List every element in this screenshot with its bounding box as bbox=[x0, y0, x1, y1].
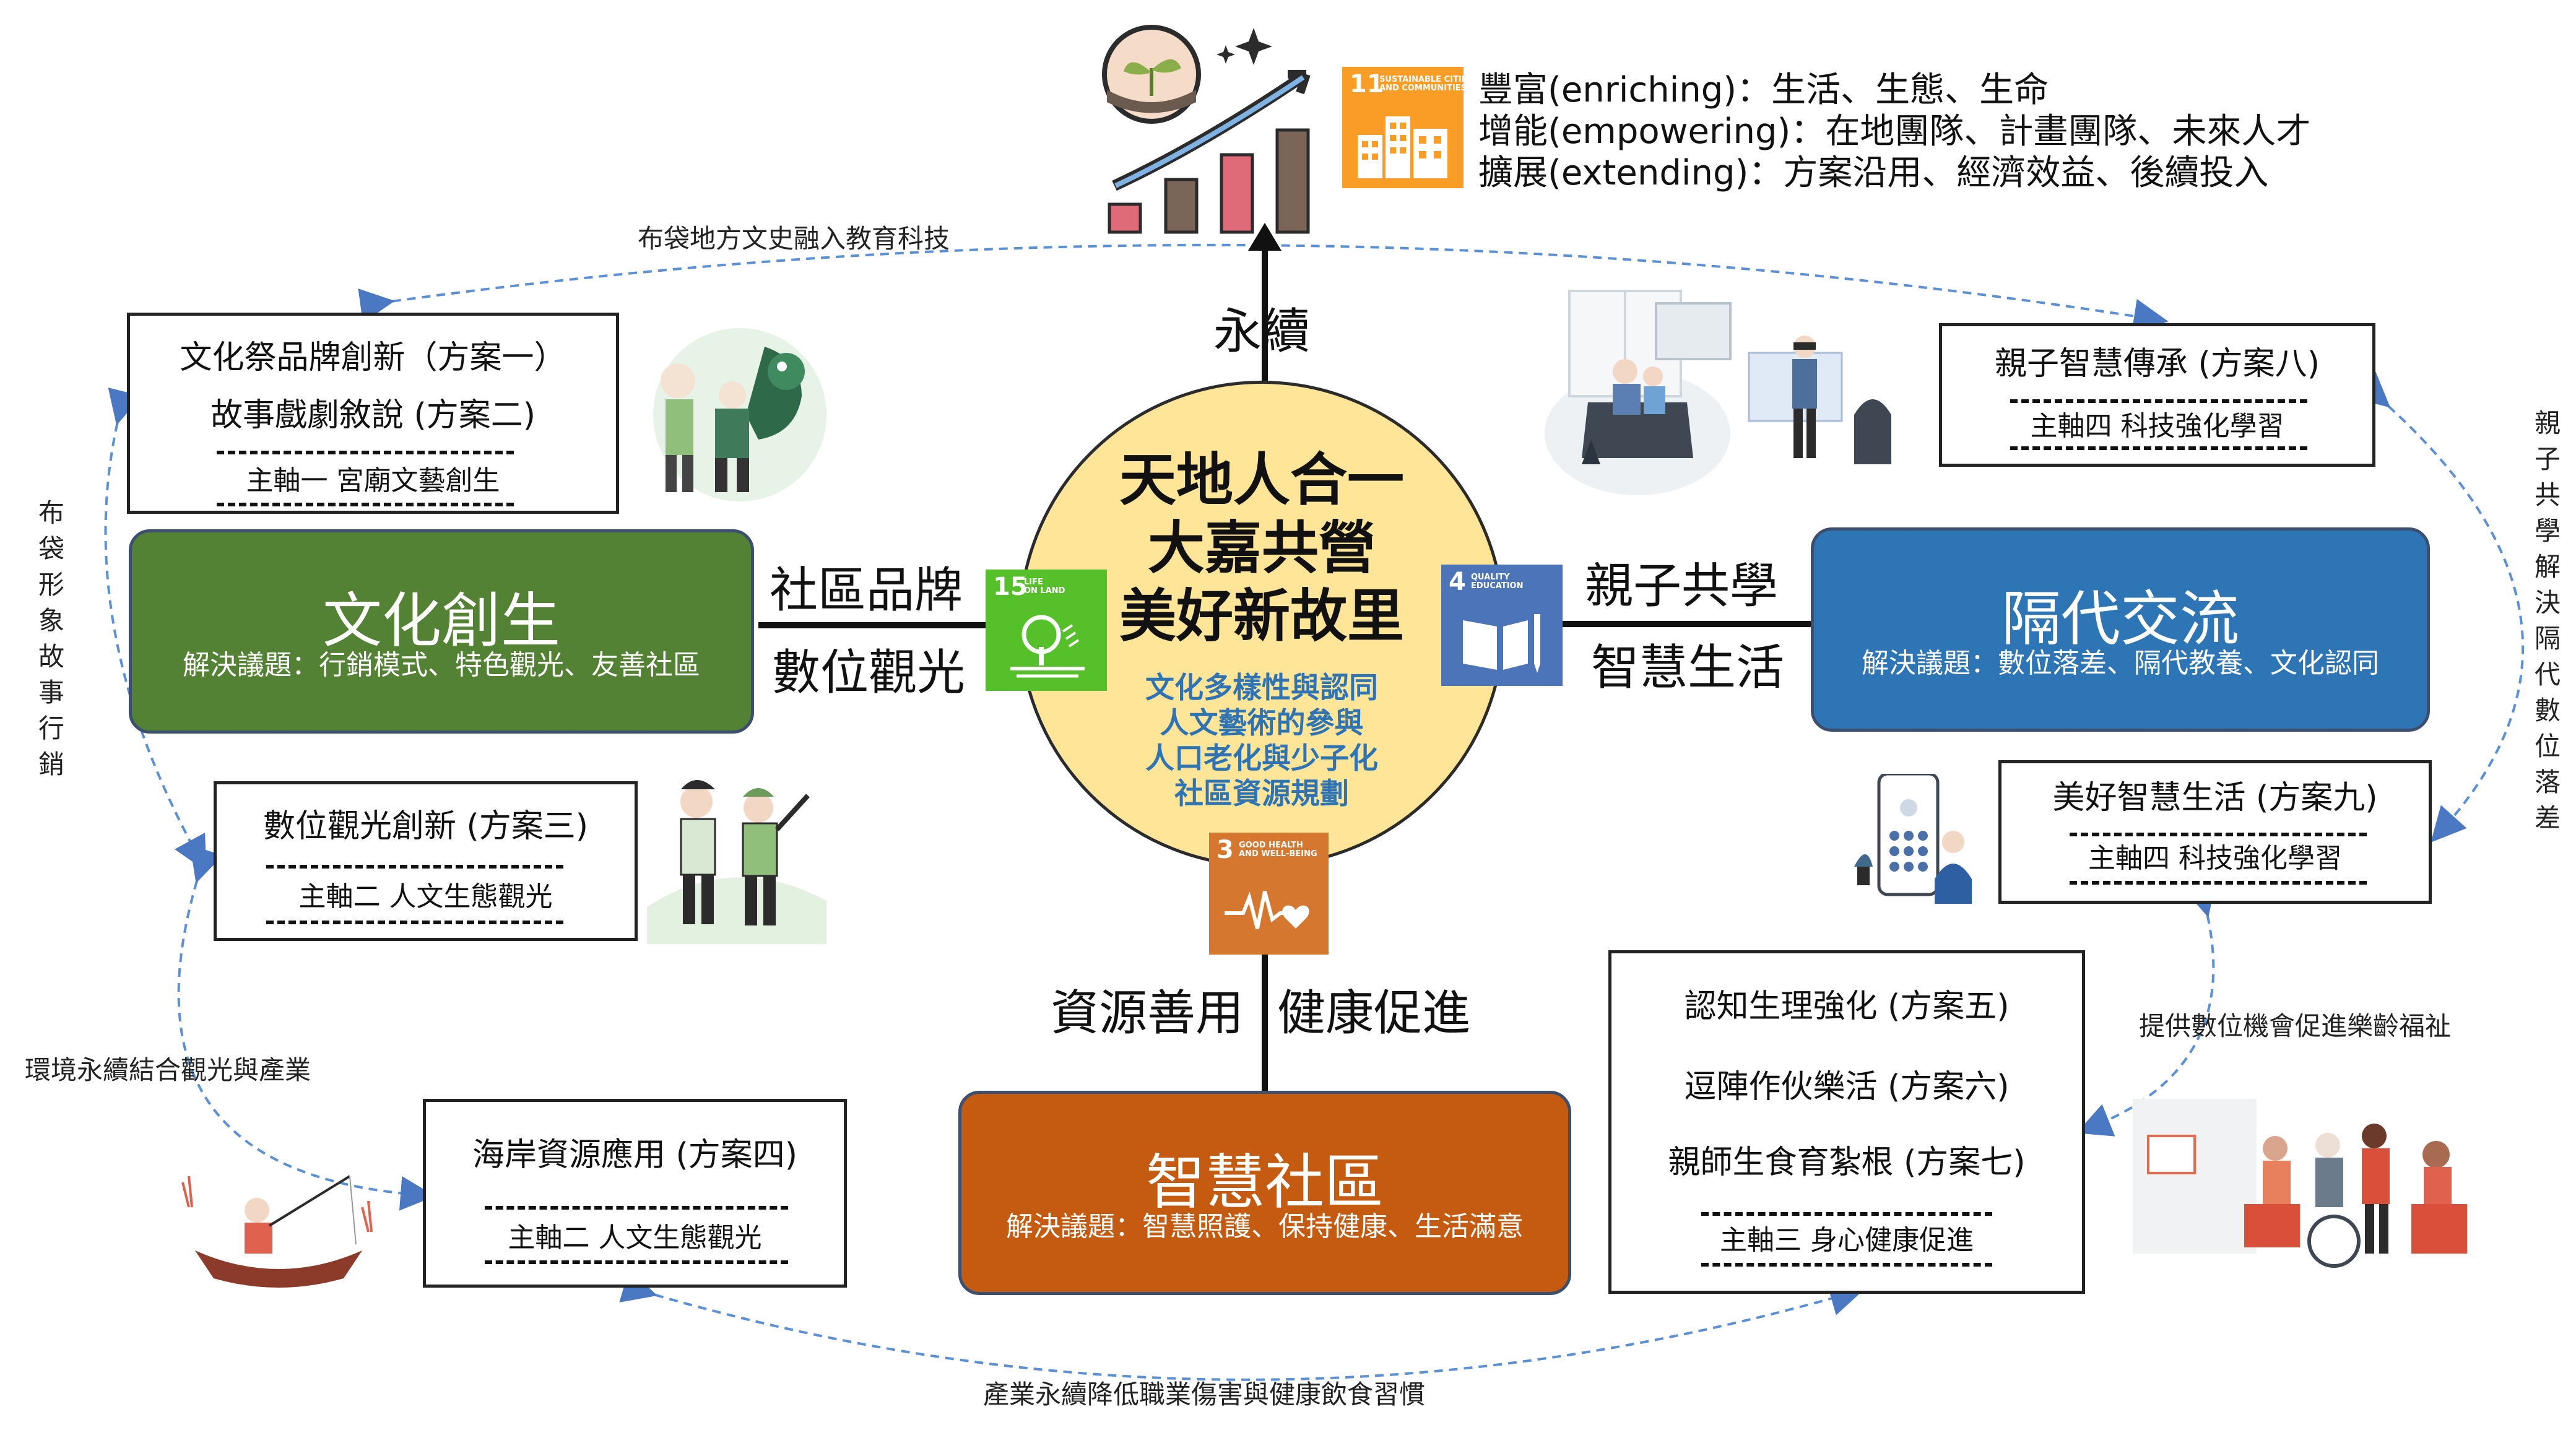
divider bbox=[2010, 446, 2307, 450]
goal-extending: 擴展(extending)：方案沿用、經濟效益、後續投入 bbox=[1478, 153, 2269, 193]
sdg-number: 3 bbox=[1216, 836, 1234, 864]
axis-label: 主軸二 人文生態觀光 bbox=[298, 881, 553, 912]
plan-title: 認知生理強化 (方案五) bbox=[1684, 988, 2010, 1025]
elderly-care-illustration bbox=[2133, 1099, 2467, 1268]
label-resource-use: 資源善用 bbox=[1051, 986, 1244, 1041]
sdg-number: 11 bbox=[1350, 70, 1384, 98]
sdg-number: 15 bbox=[993, 573, 1028, 601]
axis-label: 主軸三 身心健康促進 bbox=[1720, 1224, 1974, 1256]
divider bbox=[485, 1206, 788, 1210]
vision-line-1: 天地人合一 bbox=[1119, 447, 1404, 513]
axis-label: 主軸二 人文生態觀光 bbox=[508, 1222, 762, 1254]
pillar-subtitle: 解決議題：智慧照護、保持健康、生活滿意 bbox=[1006, 1211, 1524, 1242]
sdg3-good-health-icon: 3 GOOD HEALTH AND WELL-BEING bbox=[1209, 833, 1329, 955]
vision-line-2: 大嘉共營 bbox=[1147, 515, 1376, 581]
sdg-caption: QUALITY EDUCATION bbox=[1471, 573, 1524, 591]
sparkle-icon bbox=[1216, 28, 1272, 65]
book-pencil-icon bbox=[1463, 614, 1540, 673]
sdg-caption: LIFE ON LAND bbox=[1024, 578, 1065, 596]
pillar-smart-community: 智慧社區 解決議題：智慧照護、保持健康、生活滿意 bbox=[958, 1091, 1571, 1295]
arc-label-right-vertical: 親子共學解決隔代數位落差 bbox=[2534, 408, 2561, 833]
sdg15-life-on-land-icon: 15 LIFE ON LAND bbox=[986, 570, 1107, 691]
pillar-intergenerational: 隔代交流 解決議題：數位落差、隔代教養、文化認同 bbox=[1811, 527, 2430, 732]
divider bbox=[266, 865, 563, 869]
plan-box-4: 海岸資源應用 (方案四) 主軸二 人文生態觀光 bbox=[423, 1099, 847, 1288]
plan-box-5-6-7: 認知生理強化 (方案五) 逗陣作伙樂活 (方案六) 親師生食育紮根 (方案七) … bbox=[1608, 950, 2085, 1294]
issue-item: 社區資源規劃 bbox=[1174, 777, 1349, 811]
vr-family-illustration bbox=[1545, 290, 1891, 495]
divider bbox=[1701, 1212, 1992, 1216]
axis-label: 主軸四 科技強化學習 bbox=[2030, 410, 2284, 442]
plan-title: 親師生食育紮根 (方案七) bbox=[1668, 1144, 2026, 1181]
lion-dance-illustration bbox=[653, 328, 826, 501]
label-smart-living: 智慧生活 bbox=[1591, 640, 1785, 696]
pillar-subtitle: 解決議題：數位落差、隔代教養、文化認同 bbox=[1862, 648, 2379, 679]
arc-label-bottom: 產業永續降低職業傷害與健康飲食習慣 bbox=[983, 1379, 1426, 1410]
divider bbox=[485, 1260, 788, 1264]
arc-label-left-vertical: 布袋形象故事行銷 bbox=[38, 498, 64, 779]
sdg-caption: SUSTAINABLE CITIES AND COMMUNITIES bbox=[1379, 75, 1473, 93]
pillar-title: 智慧社區 bbox=[1146, 1148, 1384, 1217]
divider bbox=[2070, 881, 2367, 885]
plan-title: 逗陣作伙樂活 (方案六) bbox=[1684, 1068, 2010, 1106]
label-sustainability: 永續 bbox=[1213, 304, 1311, 360]
smartphone-illustration bbox=[1854, 774, 1972, 904]
heartbeat-icon bbox=[1225, 891, 1309, 929]
hikers-illustration bbox=[647, 780, 826, 944]
plan-title: 親子智慧傳承 (方案八) bbox=[1994, 345, 2320, 383]
vision-line-3: 美好新故里 bbox=[1119, 583, 1404, 649]
sdg-caption: GOOD HEALTH AND WELL-BEING bbox=[1239, 841, 1317, 859]
arc-label-right-bottom: 提供數位機會促進樂齡福祉 bbox=[2139, 1011, 2452, 1041]
pillar-culture: 文化創生 解決議題：行銷模式、特色觀光、友善社區 bbox=[129, 529, 754, 734]
plan-title: 美好智慧生活 (方案九) bbox=[2052, 779, 2378, 817]
pillar-subtitle: 解決議題：行銷模式、特色觀光、友善社區 bbox=[183, 649, 700, 681]
issue-item: 人文藝術的參與 bbox=[1160, 706, 1364, 740]
plan-title: 數位觀光創新 (方案三) bbox=[262, 808, 589, 845]
issue-item: 人口老化與少子化 bbox=[1145, 742, 1378, 776]
label-parent-child-learning: 親子共學 bbox=[1585, 558, 1779, 614]
plan-box-3: 數位觀光創新 (方案三) 主軸二 人文生態觀光 bbox=[214, 781, 638, 941]
label-health-promotion: 健康促進 bbox=[1277, 986, 1471, 1041]
pillar-title: 文化創生 bbox=[323, 586, 560, 656]
plan-title: 海岸資源應用 (方案四) bbox=[472, 1137, 798, 1174]
sdg4-quality-education-icon: 4 QUALITY EDUCATION bbox=[1441, 565, 1563, 686]
plan-title: 文化祭品牌創新（方案一） bbox=[180, 339, 566, 376]
sprout-icon bbox=[1124, 59, 1181, 96]
divider bbox=[1701, 1263, 1992, 1267]
fishing-boat-illustration bbox=[181, 1175, 373, 1288]
goal-enriching: 豐富(enriching)：生活、生態、生命 bbox=[1478, 70, 2049, 110]
label-community-brand: 社區品牌 bbox=[770, 563, 963, 618]
issue-item: 文化多樣性與認同 bbox=[1145, 671, 1378, 705]
arc-label-left-bottom: 環境永續結合觀光與產業 bbox=[25, 1055, 311, 1085]
plan-box-8: 親子智慧傳承 (方案八) 主軸四 科技強化學習 bbox=[1939, 323, 2375, 467]
plan-title: 故事戲劇敘說 (方案二) bbox=[210, 397, 536, 434]
arc-label-top: 布袋地方文史融入教育科技 bbox=[638, 223, 950, 254]
divider bbox=[217, 503, 514, 506]
sdg-number: 4 bbox=[1449, 568, 1466, 596]
goal-empowering: 增能(empowering)：在地團隊、計畫團隊、未來人才 bbox=[1478, 111, 2311, 152]
axis-label: 主軸一 宮廟文藝創生 bbox=[246, 465, 500, 496]
growth-chart-icon bbox=[1102, 25, 1311, 234]
label-digital-tourism: 數位觀光 bbox=[772, 645, 966, 701]
axis-label: 主軸四 科技強化學習 bbox=[2088, 843, 2342, 874]
divider bbox=[2070, 833, 2367, 836]
divider bbox=[266, 921, 563, 924]
sdg11-sustainable-cities-icon: 11 SUSTAINABLE CITIES AND COMMUNITIES bbox=[1342, 67, 1473, 188]
divider bbox=[2010, 399, 2307, 403]
city-buildings-icon bbox=[1358, 116, 1447, 178]
tree-icon bbox=[1010, 615, 1085, 678]
plan-box-9: 美好智慧生活 (方案九) 主軸四 科技強化學習 bbox=[1998, 760, 2432, 904]
divider bbox=[217, 451, 514, 454]
pillar-title: 隔代交流 bbox=[2001, 584, 2239, 654]
plan-box-1-2: 文化祭品牌創新（方案一） 故事戲劇敘說 (方案二) 主軸一 宮廟文藝創生 bbox=[127, 313, 619, 514]
